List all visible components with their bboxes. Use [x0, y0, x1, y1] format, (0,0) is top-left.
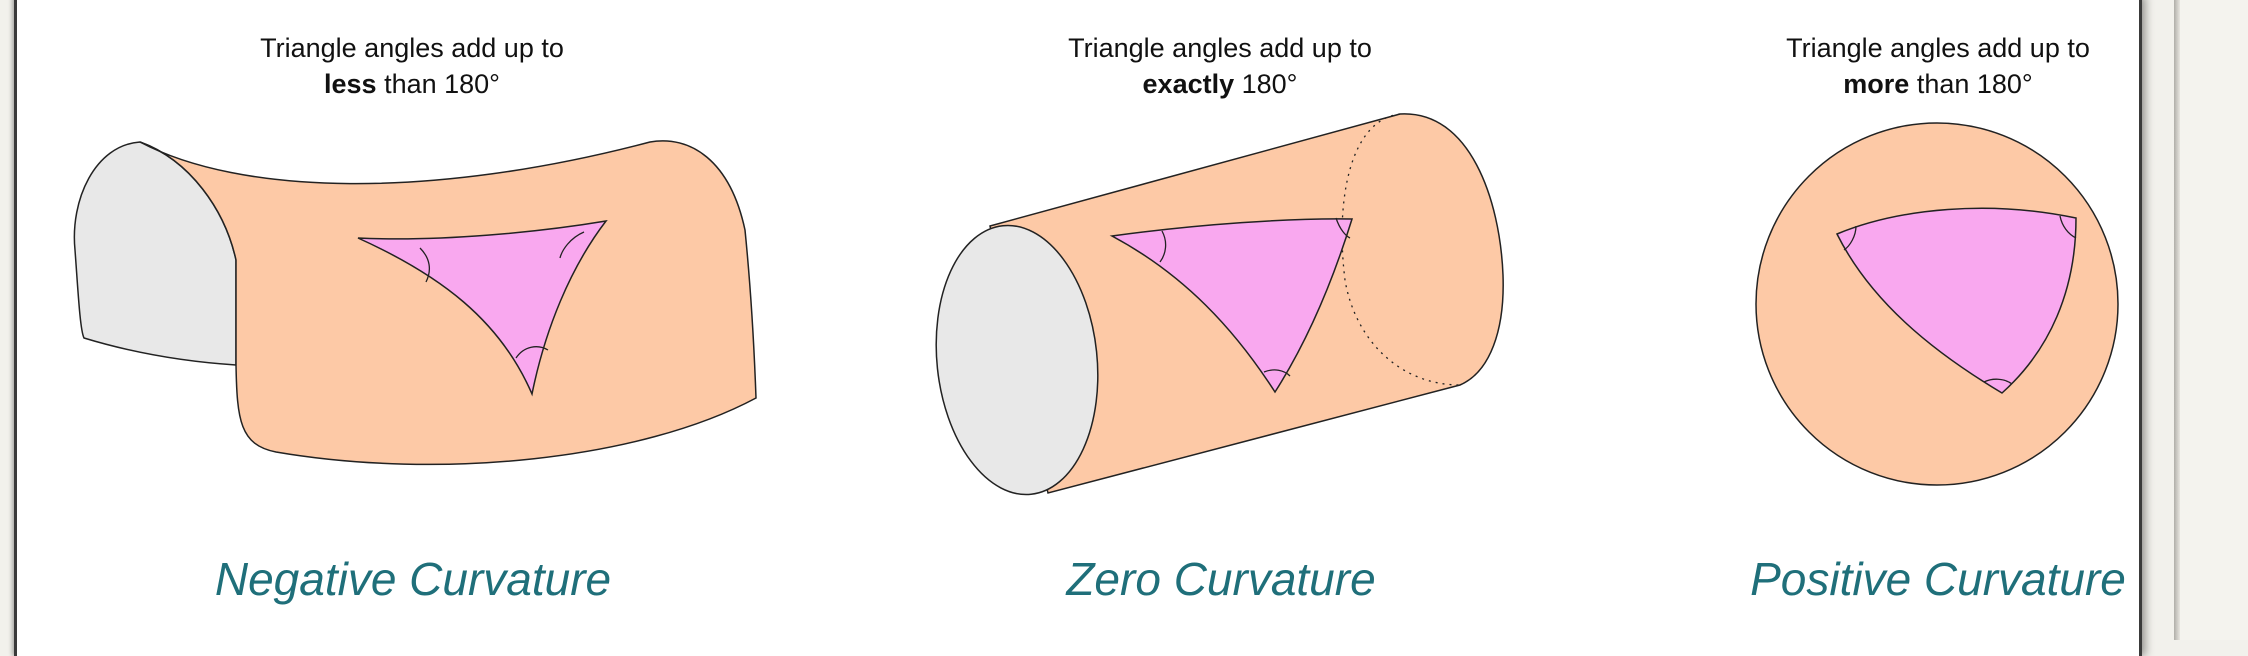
page-edge: [2174, 0, 2180, 640]
page-gutter: [2180, 0, 2248, 640]
negative-caption-rest: than 180°: [376, 69, 500, 99]
negative-caption: Triangle angles add up to less than 180°: [192, 30, 632, 102]
zero-curvature-title: Zero Curvature: [1066, 553, 1376, 605]
negative-curvature-title: Negative Curvature: [214, 553, 612, 605]
negative-caption-bold: less: [324, 69, 377, 99]
positive-curvature-title: Positive Curvature: [1750, 553, 2126, 605]
positive-caption-rest: than 180°: [1909, 69, 2033, 99]
negative-caption-line1: Triangle angles add up to: [260, 33, 564, 63]
zero-caption-bold: exactly: [1142, 69, 1235, 99]
cylinder-triangle: [1109, 217, 1354, 394]
saddle-surface: [73, 140, 757, 466]
positive-caption-line1: Triangle angles add up to: [1786, 33, 2090, 63]
curvature-illustrations: [73, 113, 2119, 496]
positive-caption: Triangle angles add up to more than 180°: [1718, 30, 2158, 102]
saddle-triangle: [357, 219, 608, 397]
zero-caption-line1: Triangle angles add up to: [1068, 33, 1372, 63]
zero-caption: Triangle angles add up to exactly 180°: [1000, 30, 1440, 102]
positive-caption-bold: more: [1843, 69, 1910, 99]
sphere-triangle: [1835, 207, 2077, 394]
figure-frame: Triangle angles add up to less than 180°…: [14, 0, 2248, 656]
zero-caption-rest: 180°: [1234, 69, 1298, 99]
